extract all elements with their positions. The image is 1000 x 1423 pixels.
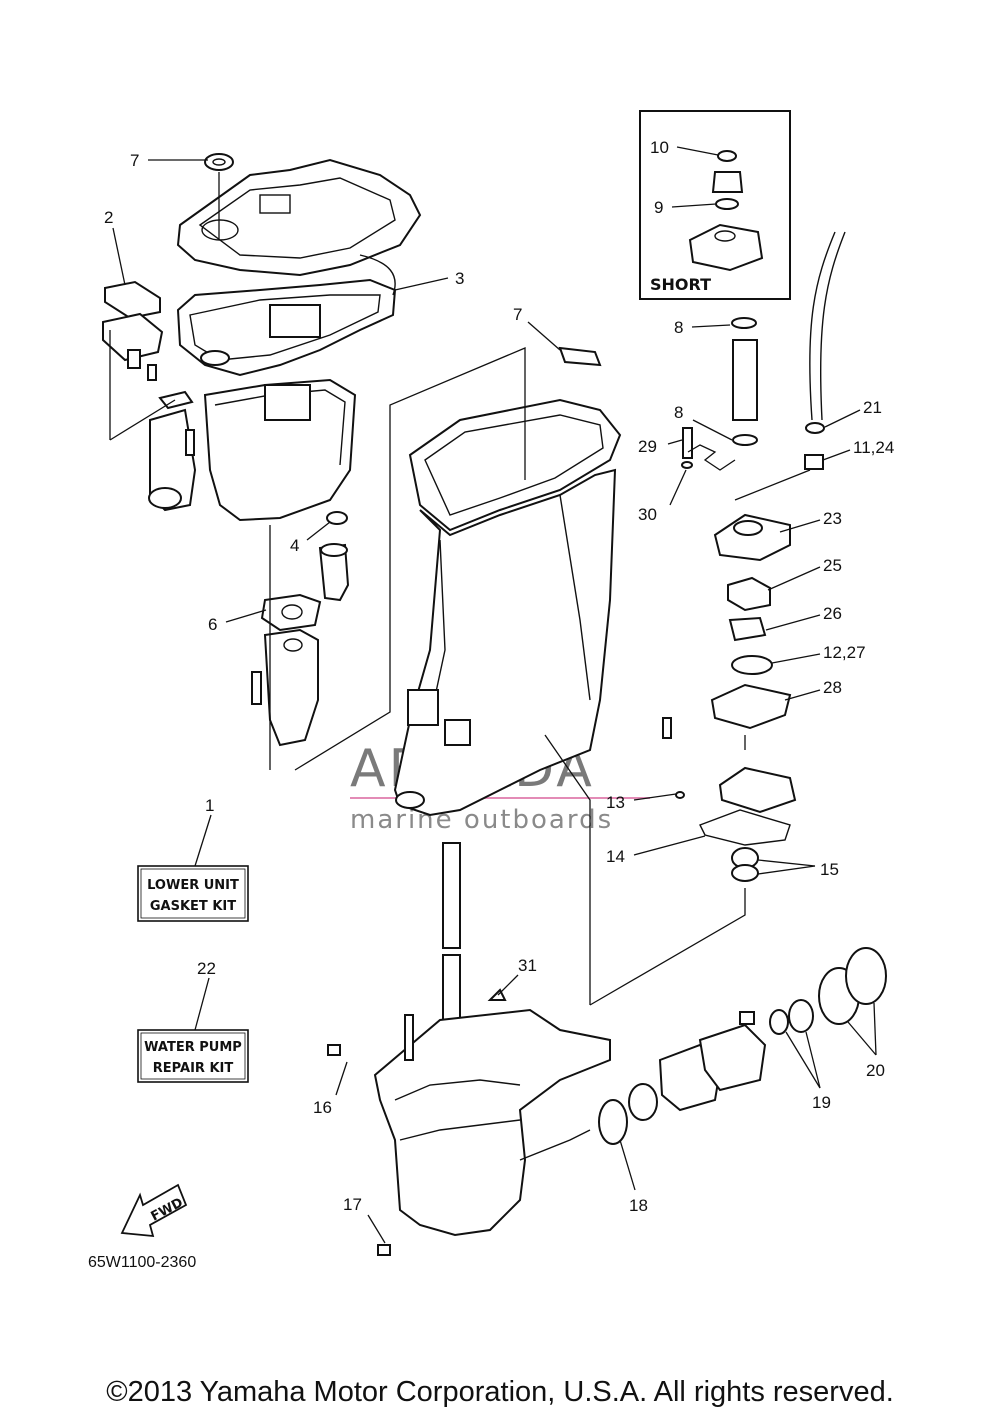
callout-20: 20 bbox=[866, 1061, 885, 1080]
callout-17: 17 bbox=[343, 1195, 362, 1214]
callout-25: 25 bbox=[823, 556, 842, 575]
kit-water-pump-line2: REPAIR KIT bbox=[153, 1061, 234, 1076]
callout-26: 26 bbox=[823, 604, 842, 623]
callout-1: 1 bbox=[205, 796, 214, 815]
callout-5: 7 bbox=[130, 151, 139, 170]
callout-13: 13 bbox=[606, 793, 625, 812]
callout-19: 19 bbox=[812, 1093, 831, 1112]
copyright-notice: ©2013 Yamaha Motor Corporation, U.S.A. A… bbox=[106, 1376, 894, 1408]
callout-23: 23 bbox=[823, 509, 842, 528]
lower-unit bbox=[327, 842, 887, 1256]
short-label: SHORT bbox=[650, 275, 711, 294]
callout-4: 4 bbox=[290, 536, 299, 555]
callout-21: 21 bbox=[863, 398, 882, 417]
callout-8b: 8 bbox=[674, 403, 683, 422]
callout-31: 31 bbox=[518, 956, 537, 975]
watermark-tagline: marine outboards bbox=[350, 805, 613, 835]
short-shaft-box: SHORT bbox=[639, 110, 791, 300]
part-number: 65W1100-2360 bbox=[88, 1254, 196, 1271]
assembly-lines bbox=[109, 330, 811, 1006]
callout-22: 22 bbox=[197, 959, 216, 978]
kit-water-pump-repair: WATER PUMP REPAIR KIT bbox=[137, 1029, 249, 1083]
kit-lower-unit-line1: LOWER UNIT bbox=[147, 878, 239, 893]
callout-15: 15 bbox=[820, 860, 839, 879]
callout-11-24: 11,24 bbox=[853, 438, 894, 457]
fwd-arrow-icon: FWD bbox=[120, 1183, 188, 1238]
callout-18: 18 bbox=[629, 1196, 648, 1215]
callout-12-27: 12,27 bbox=[823, 643, 866, 662]
kit-water-pump-line1: WATER PUMP bbox=[144, 1040, 242, 1055]
kit-lower-unit-gasket: LOWER UNIT GASKET KIT bbox=[137, 865, 249, 922]
callout-30: 30 bbox=[638, 505, 657, 524]
callout-29: 29 bbox=[638, 437, 657, 456]
callout-16: 16 bbox=[313, 1098, 332, 1117]
callout-14: 14 bbox=[606, 847, 625, 866]
callout-8a: 8 bbox=[674, 318, 683, 337]
callout-9: 9 bbox=[654, 198, 663, 217]
callouts: 7 2 3 4 6 7 8 8 9 10 11,24 12,27 13 14 1… bbox=[104, 138, 894, 1244]
water-pump-group bbox=[662, 231, 846, 882]
callout-3: 3 bbox=[455, 269, 464, 288]
callout-7: 7 bbox=[513, 305, 522, 324]
kit-lower-unit-line2: GASKET KIT bbox=[150, 899, 236, 914]
callout-2: 2 bbox=[104, 208, 113, 227]
callout-28: 28 bbox=[823, 678, 842, 697]
callout-10: 10 bbox=[650, 138, 669, 157]
oil-pan-group bbox=[203, 378, 357, 747]
upper-casing-group bbox=[102, 153, 422, 512]
callout-6: 6 bbox=[208, 615, 217, 634]
driveshaft-housing bbox=[393, 346, 622, 817]
